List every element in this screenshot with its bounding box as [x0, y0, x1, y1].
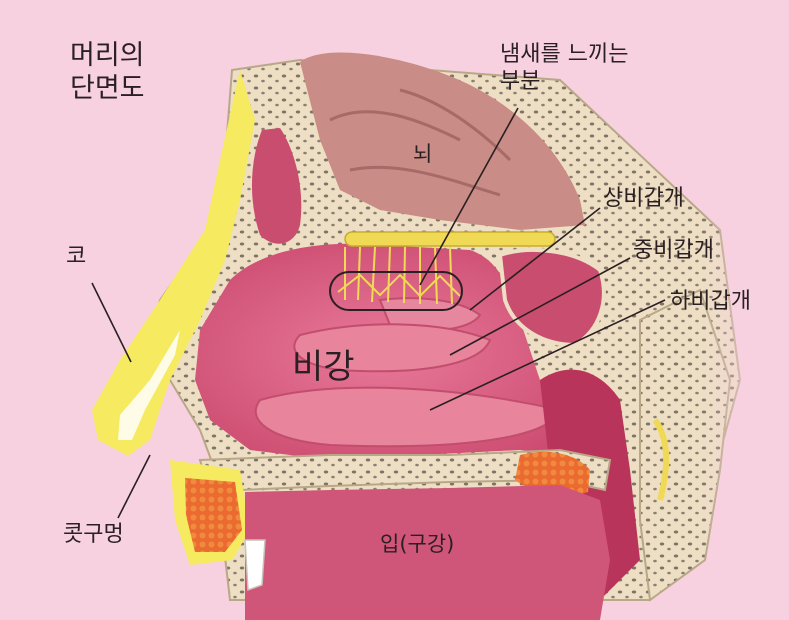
sphenoid-sinus — [497, 248, 606, 348]
brain — [300, 52, 585, 230]
label-inferior-turbinate: 하비갑개 — [670, 289, 751, 314]
label-olfactory-region: 냄새를 느끼는 부분 — [500, 42, 629, 94]
oral-cavity — [245, 485, 610, 620]
leader-lines — [91, 107, 666, 519]
diagram-title: 머리의 단면도 — [70, 40, 145, 104]
label-superior-turbinate: 상비갑개 — [603, 186, 684, 211]
label-middle-turbinate: 중비갑개 — [633, 238, 714, 263]
cribriform-plate — [344, 231, 556, 247]
nose-cartilage — [118, 330, 180, 440]
label-nostril: 콧구멍 — [63, 522, 124, 547]
frontal-sinus — [251, 128, 302, 244]
olfactory-nerves — [337, 246, 461, 305]
olfactory-region-outline — [329, 271, 463, 311]
palate-marrow — [515, 451, 590, 496]
lip-marrow — [185, 478, 242, 552]
label-nose: 코 — [66, 244, 87, 269]
inferior-turbinate-shape — [254, 386, 562, 448]
label-brain: 뇌 — [413, 142, 433, 166]
middle-turbinate-shape — [293, 323, 492, 373]
label-nasal-cavity: 비강 — [292, 347, 355, 387]
label-mouth: 입(구강) — [380, 532, 455, 556]
tooth — [244, 539, 266, 592]
nose-skin — [92, 70, 255, 456]
